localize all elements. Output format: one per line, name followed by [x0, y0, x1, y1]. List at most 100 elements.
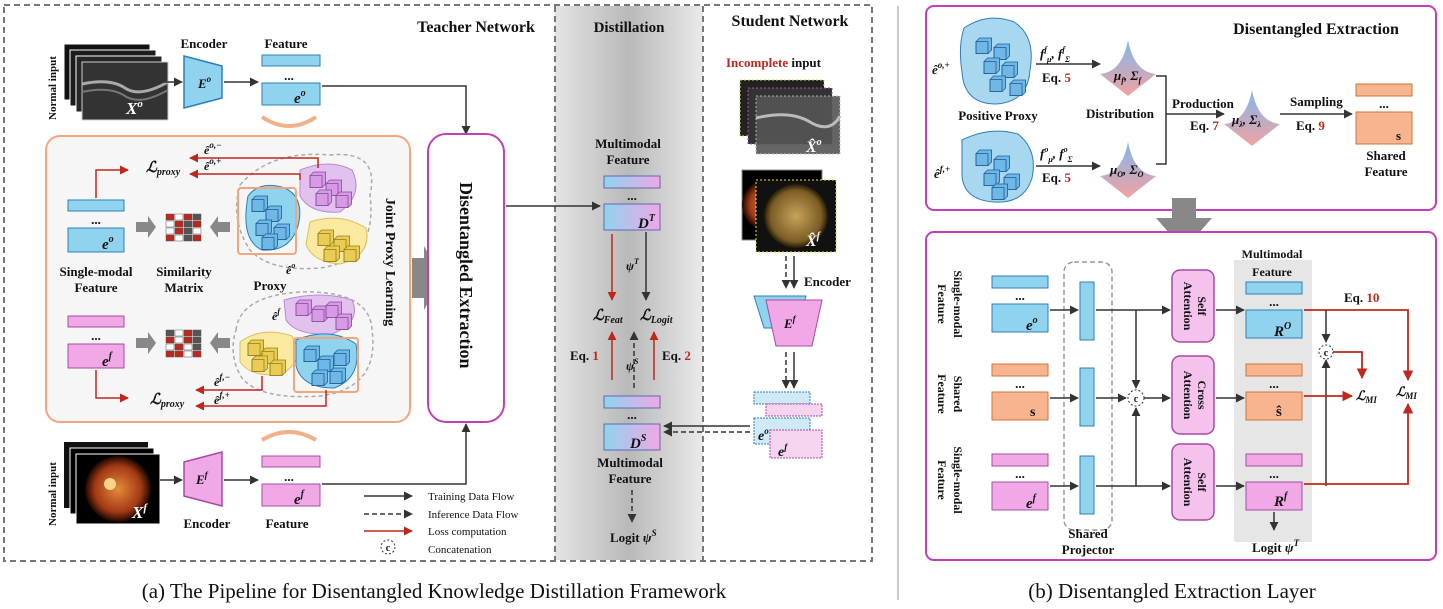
cube-icon — [261, 233, 278, 250]
feature-ef-block — [261, 455, 321, 507]
ro-block — [1245, 281, 1303, 339]
ellipsis: ... — [1015, 466, 1025, 481]
proxy-cluster-boundary — [232, 291, 374, 398]
ds-label: DS — [629, 433, 647, 452]
single-modal-label: Single-modal — [951, 446, 965, 514]
legend: Training Data Flow Inference Data Flow L… — [364, 491, 518, 556]
matrix-cell — [183, 227, 193, 235]
disentangled-extraction-box — [427, 133, 505, 423]
matrix-cell — [183, 336, 193, 344]
logit-s: Logit ψS — [610, 528, 657, 545]
ellipsis: ... — [1269, 376, 1279, 391]
normal-input-bottom-label: Normal input — [47, 462, 59, 526]
ro-label: RO — [1273, 321, 1291, 340]
e-o-plus: êo,+ — [932, 60, 950, 77]
s-hat-block — [1245, 363, 1303, 421]
ellipsis: ... — [91, 328, 101, 343]
cycle-icon — [260, 430, 318, 442]
cube-icon — [317, 229, 334, 246]
b-eo: eo — [1026, 315, 1038, 334]
sampling-label: Sampling — [1290, 94, 1343, 109]
single-modal-label: Single-modal — [951, 270, 965, 338]
logit-t: Logit ψT — [1252, 538, 1300, 555]
positive-proxy-label: Positive Proxy — [958, 108, 1038, 123]
ellipsis: ... — [627, 407, 637, 422]
proxy-cubes-bottom — [247, 299, 352, 387]
eq1: Eq. 1 — [570, 348, 599, 363]
teacher-title: Teacher Network — [417, 19, 535, 36]
shared-projector-box — [1063, 261, 1113, 531]
cube-icon — [975, 37, 992, 54]
mm-feature-top-label2: Feature — [606, 152, 649, 167]
oct-input-stack — [63, 43, 169, 121]
matrix-cell — [192, 350, 202, 358]
positive-proxy-cubes — [975, 37, 1026, 96]
student-title: Student Network — [732, 13, 849, 30]
ef-label: ef — [294, 489, 306, 508]
cube-icon — [333, 349, 350, 366]
projector-bar — [1079, 281, 1095, 341]
cube-icon — [335, 191, 352, 208]
matrix-cell — [183, 329, 193, 337]
caption-a: (a) The Pipeline for Disentangled Knowle… — [142, 579, 727, 603]
cube-icon — [309, 171, 326, 188]
shared-label: Shared — [951, 376, 965, 413]
jpl-title: Joint Proxy Learning — [382, 198, 397, 326]
matrix-cell — [183, 350, 193, 358]
attention-label: Attention — [1181, 458, 1195, 507]
positive-proxy-cubes — [975, 149, 1020, 201]
shared-projector-label: Shared — [1068, 526, 1108, 541]
down-arrow-icon — [1156, 198, 1212, 250]
proxy-cluster-boundary — [235, 153, 373, 270]
arrow-icon — [210, 332, 230, 354]
disentangled-label: Disentangled Extraction — [456, 182, 476, 369]
legend-training: Training Data Flow — [428, 491, 514, 503]
cube-icon — [991, 183, 1008, 200]
s-label: s — [1396, 128, 1401, 143]
ellipsis: ... — [1015, 376, 1025, 391]
mu-sigma-o: μO, ΣO — [1109, 162, 1144, 179]
student-feature-stack — [753, 391, 823, 459]
mm-feature-bottom-label2: Feature — [608, 471, 651, 486]
b-ef: ef — [1026, 493, 1038, 512]
oct-incomplete-stack — [739, 79, 842, 155]
feature-bottom-label: Feature — [265, 516, 308, 531]
ellipsis: ... — [1269, 294, 1279, 309]
projector-label: Projector — [1062, 542, 1115, 557]
ef-neg: êf,− — [214, 372, 230, 389]
matrix-cell — [192, 343, 202, 351]
matrix-cell — [165, 227, 175, 235]
feature-label: Feature — [935, 460, 949, 500]
feature-label: Feature — [1364, 164, 1407, 179]
matrix-cell — [174, 220, 184, 228]
cube-icon — [323, 245, 340, 262]
matrix-cell — [192, 234, 202, 242]
mu-sigma-lambda: μλ, Σλ — [1231, 112, 1261, 129]
eo-hat: êo — [286, 261, 295, 277]
single-modal-eo-block — [67, 199, 125, 253]
caption-b: (b) Disentangled Extraction Layer — [1028, 579, 1315, 603]
attention-label: Attention — [1181, 371, 1195, 420]
legend-inference: Inference Data Flow — [428, 509, 518, 521]
input-s-block — [991, 363, 1049, 421]
eq9: Eq. 9 — [1296, 118, 1325, 133]
legend-loss: Loss computation — [428, 526, 507, 538]
mm-feature-bottom-label: Multimodal — [597, 455, 663, 470]
matrix-cell — [192, 220, 202, 228]
xf-label: Xf — [131, 502, 148, 522]
cube-icon — [311, 369, 328, 386]
input-ef-block — [991, 453, 1049, 511]
cube-icon — [975, 149, 992, 166]
cube-icon — [329, 367, 346, 384]
projector-bar — [1079, 455, 1095, 515]
ellipsis: ... — [91, 212, 101, 227]
encoder-bottom-label: Encoder — [184, 516, 231, 531]
multimodal-label: Multimodal — [1242, 247, 1303, 261]
single-modal-ef-block — [67, 315, 125, 369]
ellipsis: ... — [284, 68, 294, 83]
arrow-icon — [136, 216, 156, 238]
matrix-cell — [174, 234, 184, 242]
mm-feature-top-label: Multimodal — [595, 136, 661, 151]
